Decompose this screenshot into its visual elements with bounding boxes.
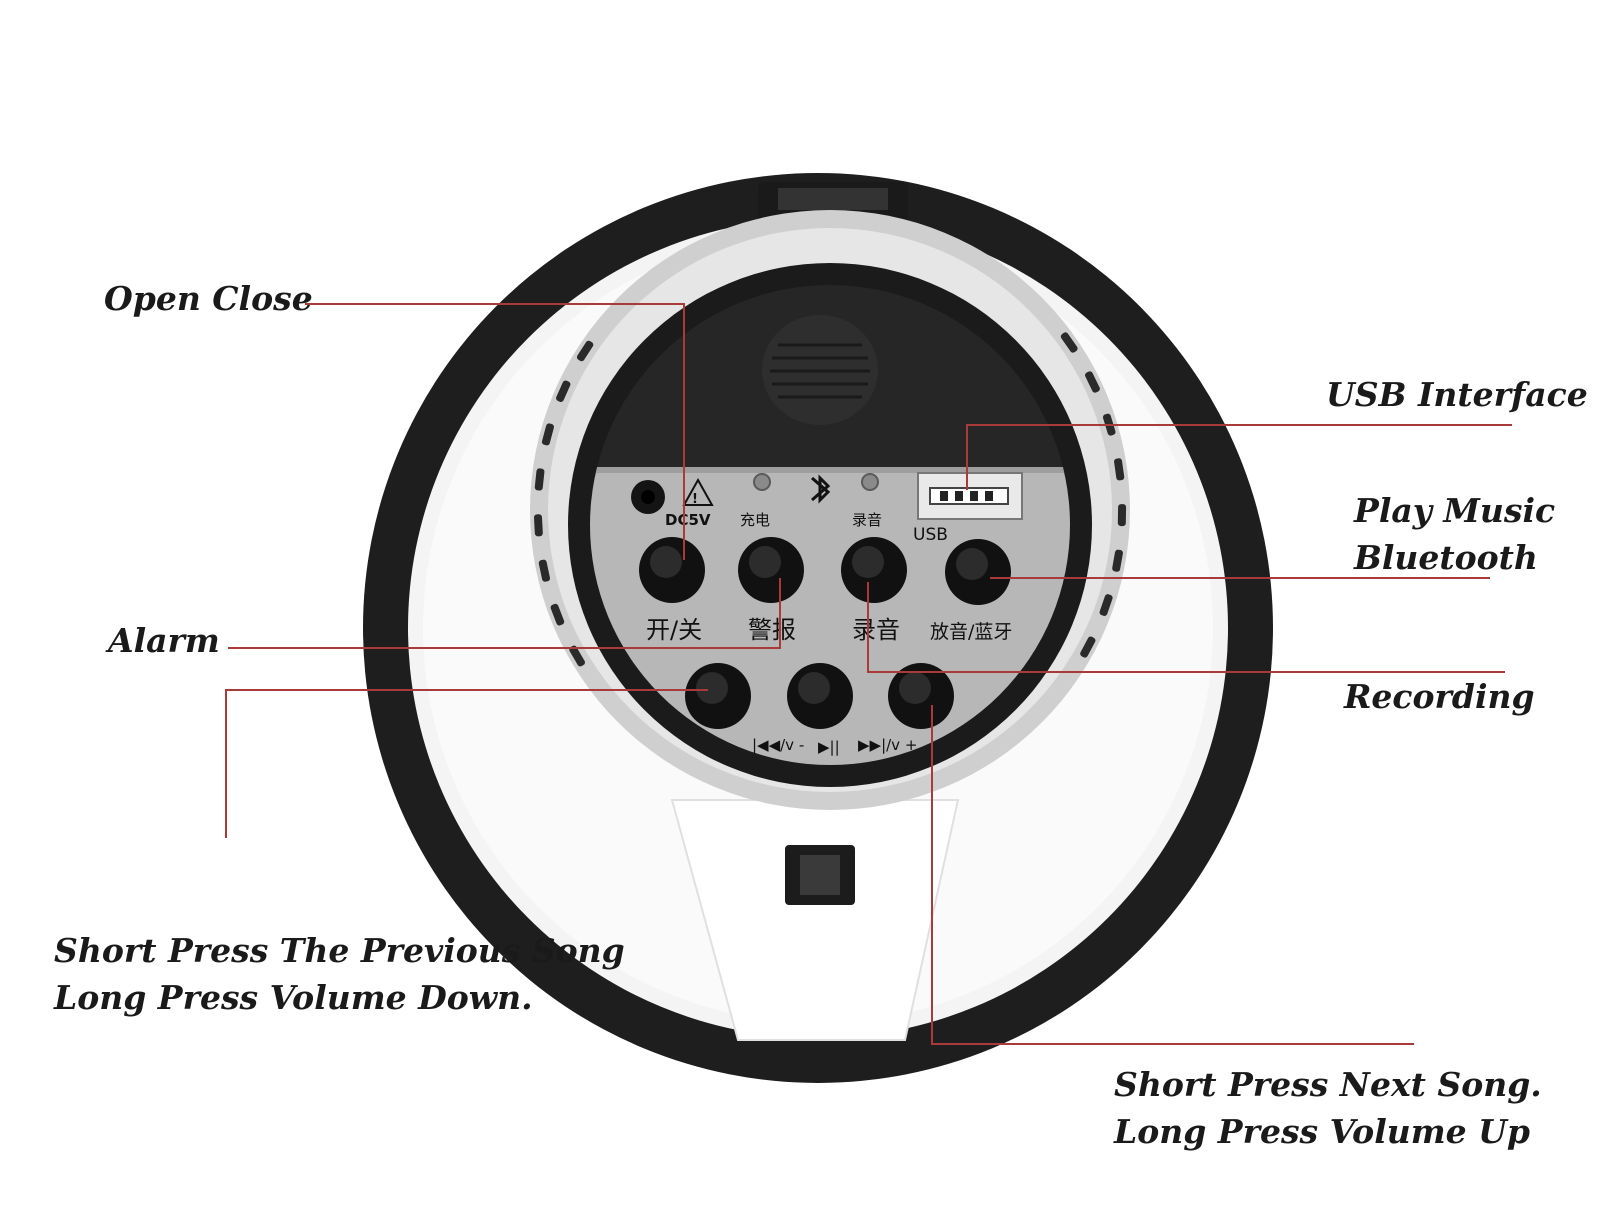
vent-slot — [1085, 371, 1100, 393]
callout-play-music: Play Music Bluetooth — [1354, 488, 1555, 582]
callout-recording: Recording — [1344, 677, 1535, 716]
warning-mark: ! — [692, 492, 698, 507]
leader-open-close — [305, 303, 685, 560]
next-vol-up-label: ▶▶|/v + — [858, 736, 917, 754]
dc-label: DC5V — [665, 511, 711, 529]
button-alarm[interactable] — [738, 537, 804, 603]
callout-play-music-line2: Bluetooth — [1354, 537, 1538, 577]
vent-slot — [1112, 549, 1123, 572]
leader-next — [931, 705, 1414, 1045]
dc-jack-hole — [641, 490, 655, 504]
callout-previous-song: Short Press The Previous Song Long Press… — [54, 928, 625, 1022]
button-next-vol-up[interactable] — [888, 663, 954, 729]
record-small-label: 录音 — [852, 511, 882, 529]
warning-triangle-icon — [682, 477, 714, 506]
callout-next-line2: Long Press Volume Up — [1114, 1111, 1530, 1151]
leader-alarm — [228, 578, 781, 649]
vent-slot — [538, 559, 551, 582]
callout-alarm: Alarm — [108, 621, 220, 660]
button-on-off[interactable] — [639, 537, 705, 603]
vent-slot — [534, 468, 545, 491]
callout-open-close: Open Close — [104, 279, 313, 318]
vent-slot — [1060, 332, 1078, 353]
play-pause-label: ▶|| — [818, 738, 840, 756]
charge-led — [753, 473, 771, 491]
prev-vol-down-label: |◀◀/v - — [752, 736, 804, 754]
leader-recording — [867, 582, 1505, 673]
record-label: 录音 — [852, 616, 900, 644]
vent-slot — [541, 423, 554, 446]
vent-slot — [1117, 504, 1127, 527]
vent-slot — [550, 603, 565, 626]
vent-slot — [569, 645, 585, 667]
vent-slot — [556, 380, 571, 402]
handle-trigger-inner — [800, 855, 840, 895]
charge-label: 充电 — [740, 511, 770, 529]
usb-label: USB — [913, 525, 948, 545]
callout-usb-interface: USB Interface — [1326, 375, 1588, 414]
leader-lines — [225, 303, 1512, 1045]
vent-slot — [1080, 636, 1096, 658]
leader-previous — [225, 689, 708, 838]
button-prev-vol-down[interactable] — [685, 663, 751, 729]
callout-play-music-line1: Play Music — [1354, 491, 1556, 530]
button-play-pause[interactable] — [787, 663, 853, 729]
play-bt-label: 放音/蓝牙 — [930, 621, 1012, 643]
callout-next-song: Short Press Next Song. Long Press Volume… — [1114, 1062, 1542, 1156]
button-record[interactable] — [841, 537, 907, 603]
side-vents — [533, 332, 1127, 667]
button-play-bluetooth[interactable] — [945, 539, 1011, 605]
vent-slot — [1099, 594, 1113, 616]
alarm-label: 警报 — [748, 616, 796, 644]
panel-edge — [590, 467, 1070, 473]
mic-grille-slots — [770, 343, 870, 399]
record-led — [861, 473, 879, 491]
vent-slot — [1114, 458, 1125, 481]
vent-slot — [576, 340, 594, 362]
leader-usb — [966, 424, 1512, 490]
callout-previous-line1: Short Press The Previous Song — [54, 931, 625, 970]
on-off-label: 开/关 — [646, 616, 702, 644]
vent-slot — [533, 514, 543, 537]
callout-previous-line2: Long Press Volume Down. — [54, 977, 533, 1017]
bluetooth-icon — [811, 474, 831, 504]
strap-clip-slot — [778, 188, 888, 210]
usb-port-pins — [940, 491, 993, 501]
callout-next-line1: Short Press Next Song. — [1114, 1065, 1542, 1104]
